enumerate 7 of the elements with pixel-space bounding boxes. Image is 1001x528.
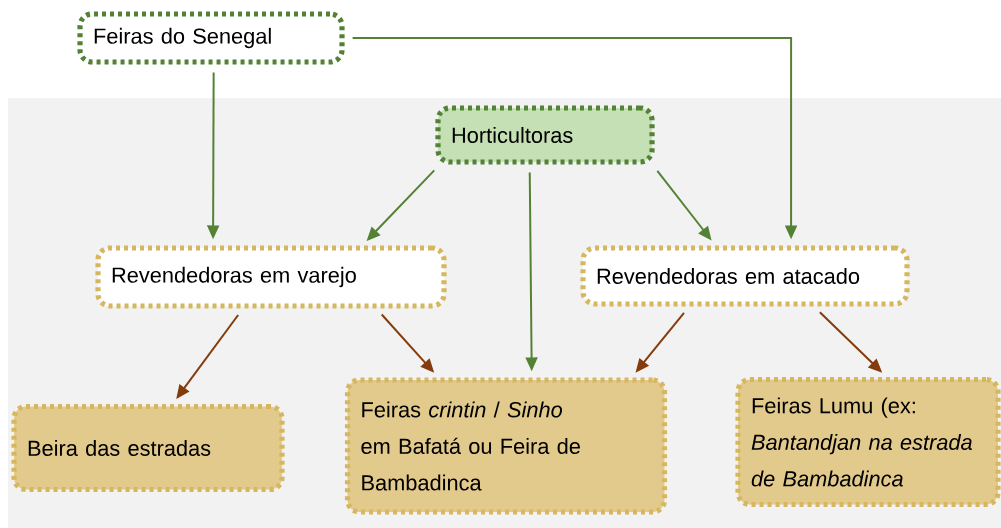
node-box: Feiras do Senegal <box>77 11 345 65</box>
node-box: Feiras Lumu (ex: Bantandjan na estrada de Bambadinca <box>735 376 1001 508</box>
node-box: Feiras crintin / Sinho em Bafatá ou Feira de Bambadinca <box>344 377 668 515</box>
node-box: Revendedoras em atacado <box>580 245 910 307</box>
node-box: Horticultoras <box>435 105 655 165</box>
node-box: Revendedoras em varejo <box>95 245 447 309</box>
node-box: Beira das estradas <box>11 403 285 493</box>
